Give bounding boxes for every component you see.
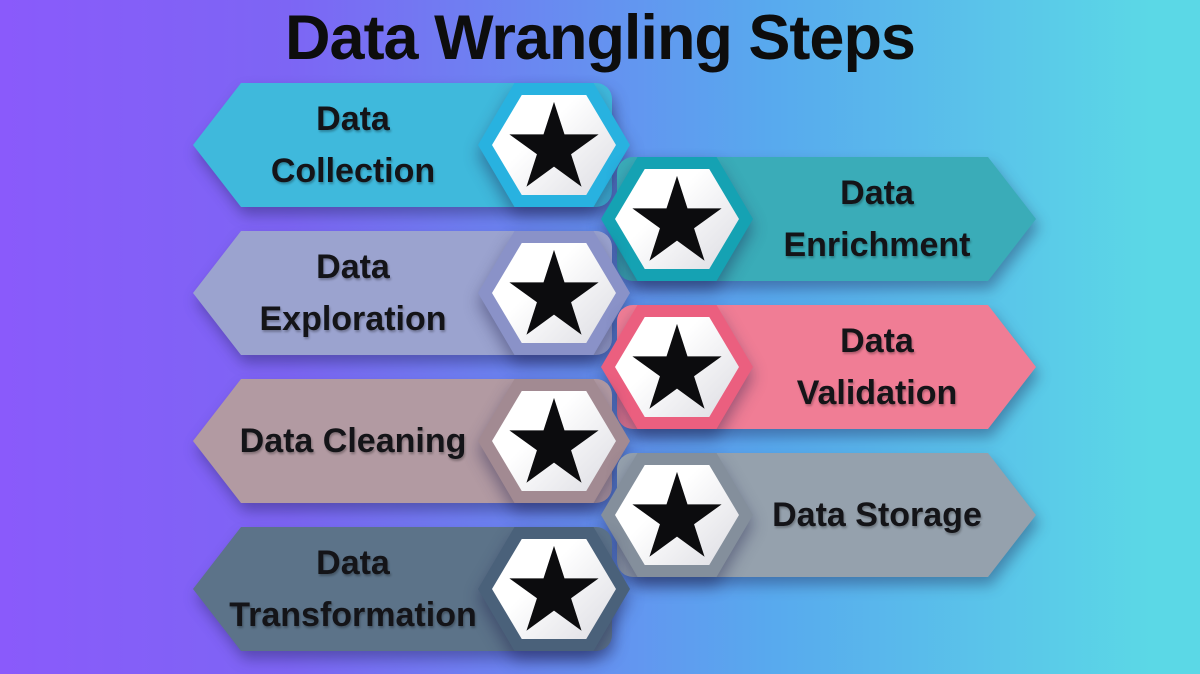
step-label-line: Collection — [270, 152, 436, 190]
step-label-line: Exploration — [259, 300, 447, 338]
step-data-transformation: Data Transformation — [193, 527, 630, 651]
star-icon — [509, 249, 599, 335]
step-label-line: Transformation — [229, 596, 477, 634]
hexagon-face — [615, 169, 739, 269]
step-label-line: Data — [316, 544, 390, 582]
step-label: Data Validation — [741, 305, 1013, 429]
step-label-line: Validation — [796, 374, 958, 412]
hexagon-badge — [478, 379, 630, 503]
step-data-enrichment: Data Enrichment — [601, 157, 1036, 281]
hexagon-face — [492, 243, 616, 343]
step-label-line: Data Storage — [772, 496, 982, 534]
hexagon-badge — [601, 157, 753, 281]
step-label-line: Data — [316, 100, 390, 138]
step-label-line: Data Cleaning — [239, 422, 467, 460]
star-icon — [509, 545, 599, 631]
hexagon-badge — [478, 527, 630, 651]
step-data-exploration: Data Exploration — [193, 231, 630, 355]
star-icon — [509, 397, 599, 483]
step-data-cleaning: Data Cleaning — [193, 379, 630, 503]
step-label: Data Exploration — [217, 231, 489, 355]
hexagon-face — [615, 317, 739, 417]
hexagon-badge — [601, 453, 753, 577]
hexagon-face — [492, 95, 616, 195]
step-label: Data Storage — [741, 453, 1013, 577]
hexagon-badge — [601, 305, 753, 429]
step-label: Data Collection — [217, 83, 489, 207]
star-icon — [632, 471, 722, 557]
star-icon — [632, 323, 722, 409]
step-label-line: Enrichment — [783, 226, 971, 264]
star-icon — [509, 101, 599, 187]
hexagon-face — [492, 391, 616, 491]
step-label-line: Data — [840, 174, 914, 212]
hexagon-badge — [478, 231, 630, 355]
page-title: Data Wrangling Steps — [285, 3, 916, 73]
step-label: Data Enrichment — [741, 157, 1013, 281]
step-label-line: Data — [316, 248, 390, 286]
step-label: Data Transformation — [217, 527, 489, 651]
step-data-collection: Data Collection — [193, 83, 630, 207]
hexagon-face — [492, 539, 616, 639]
step-data-storage: Data Storage — [601, 453, 1036, 577]
step-data-validation: Data Validation — [601, 305, 1036, 429]
step-label: Data Cleaning — [217, 379, 489, 503]
hexagon-badge — [478, 83, 630, 207]
hexagon-face — [615, 465, 739, 565]
star-icon — [632, 175, 722, 261]
step-label-line: Data — [840, 322, 914, 360]
